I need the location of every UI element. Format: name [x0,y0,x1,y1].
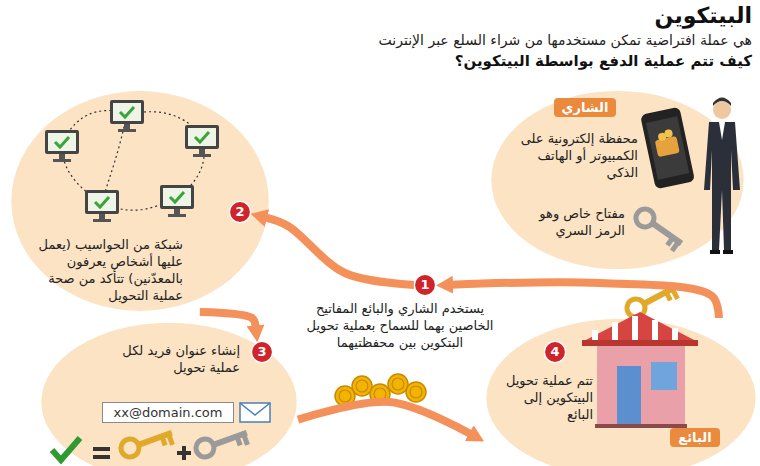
text-wrap: شبكة من الحواسيب (يعمل عليها أشخاص يعرفو… [25,236,183,304]
step-marker: 4 [544,341,566,363]
text-wrap: xx@domain.com [102,402,234,423]
email-address: xx@domain.com [102,402,234,423]
callout-number: 3 [251,341,273,363]
question-heading: كيف تتم عملية الدفع بواسطة البيتكوين؟ [150,51,752,71]
flow-arrow [266,218,414,285]
circle-fill [414,274,435,295]
transfer-text: تتم عملية تحويل البيتكوين إلى البائع [497,372,593,423]
flow-arrow [298,402,470,434]
flow-arrow [452,282,719,318]
label-wrap: هي عملة افتراضية تمكن مستخدمها من شراء ا… [150,31,752,49]
circle-fill [544,341,565,362]
step-marker: 3 [251,341,273,363]
circle-fill [229,201,250,222]
circle-fill [251,341,272,362]
region-fill [486,319,755,466]
role-tag: الشاري [554,98,617,117]
label-wrap: كيف تتم عملية الدفع بواسطة البيتكوين؟ [150,51,752,71]
network-region: شبكة من الحواسيب (يعمل عليها أشخاص يعرفو… [10,90,270,312]
region-fill [41,323,296,466]
text-wrap: مفتاح خاص وهو الرمز السري [510,205,625,239]
text-wrap: إنشاء عنوان فريد لكل عملية تحويل [110,342,240,376]
key-text: مفتاح خاص وهو الرمز السري [510,205,625,239]
text-wrap: البائع [655,428,735,447]
text-wrap: الشاري [545,98,625,117]
callout-number: 1 [414,274,436,296]
wallet-text: محفظة إلكترونية على الكمبيوتر أو الهاتف … [505,130,638,181]
buyer-region: الشاري محفظة إلكترونية على الكمبيوتر أو ا… [490,90,745,270]
title-wrap: البيتكوين [500,2,752,30]
label-wrap: يستخدم الشاري والبائع المفاتيح الخاصين ب… [292,300,508,351]
flow-arrow [200,312,256,326]
address-text: إنشاء عنوان فريد لكل عملية تحويل [110,342,240,376]
text-wrap: 3 [251,341,273,363]
title: البيتكوين [500,2,752,30]
region-fill [491,91,743,269]
address-region: إنشاء عنوان فريد لكل عملية تحويل xx@domai… [40,322,298,466]
text-wrap: 4 [544,341,566,363]
role-tag: البائع [670,428,719,447]
subtitle: هي عملة افتراضية تمكن مستخدمها من شراء ا… [150,31,752,49]
region-fill [11,91,268,311]
callout-number: 2 [229,201,251,223]
callout-number: 4 [544,341,566,363]
text-wrap: محفظة إلكترونية على الكمبيوتر أو الهاتف … [505,130,638,181]
text-wrap: 1 [414,274,436,296]
text-wrap: 2 [229,201,251,223]
seller-region: تتم عملية تحويل البيتكوين إلى البائع البا… [485,318,757,466]
network-text: شبكة من الحواسيب (يعمل عليها أشخاص يعرفو… [25,236,183,304]
text-wrap: تتم عملية تحويل البيتكوين إلى البائع [497,372,593,423]
step-marker: 1 [414,274,436,296]
step-marker: 2 [229,201,251,223]
step-note: يستخدم الشاري والبائع المفاتيح الخاصين ب… [292,300,508,351]
